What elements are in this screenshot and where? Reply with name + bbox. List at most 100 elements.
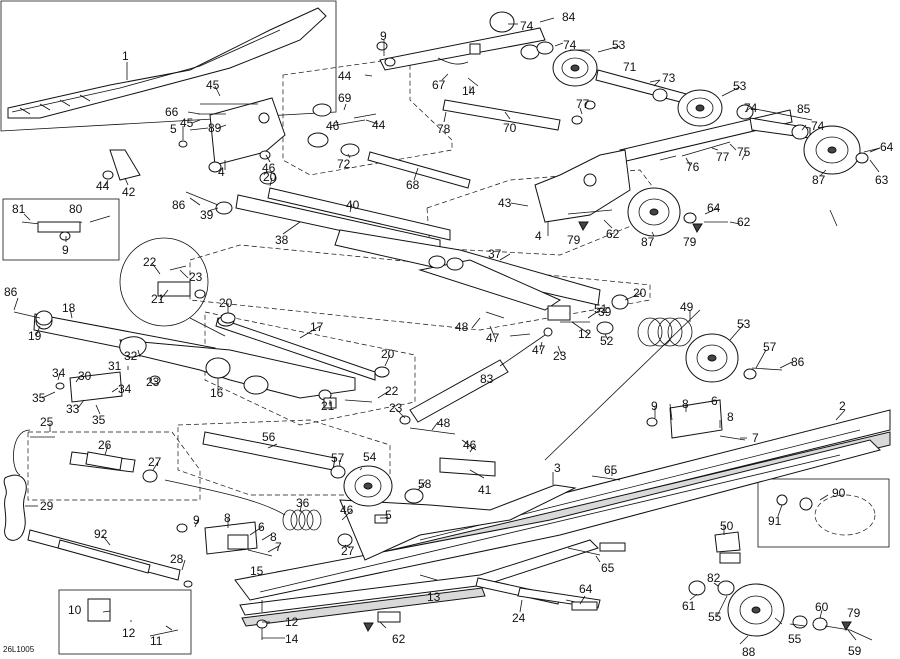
- callout-label: 21: [151, 292, 165, 306]
- callout-label: 3: [554, 461, 561, 475]
- callout-label: 44: [372, 118, 386, 132]
- bracket-6-8-right: [669, 399, 723, 439]
- wheel-53-lower: [685, 333, 739, 383]
- callout-label: 20: [263, 170, 277, 184]
- callout-label: 68: [406, 178, 420, 192]
- callout-label: 18: [62, 301, 76, 315]
- callout-label: 4: [535, 229, 542, 243]
- callout-label: 37: [488, 247, 502, 261]
- callout-label: 56: [262, 430, 276, 444]
- callout-label: 25: [40, 415, 54, 429]
- callout-label: 20: [219, 296, 233, 310]
- spring-49: [637, 317, 693, 347]
- callout-label: 39: [200, 208, 214, 222]
- callout-label: 61: [682, 599, 696, 613]
- callout-label: 27: [148, 455, 162, 469]
- callout-label: 14: [285, 632, 299, 646]
- bracket-42: [109, 149, 141, 181]
- callout-label: 69: [338, 91, 352, 105]
- callout-label: 80: [69, 202, 83, 216]
- callout-label: 23: [389, 401, 403, 415]
- callout-label: 35: [32, 391, 46, 405]
- callout-label: 86: [791, 355, 805, 369]
- shaft-26: [69, 451, 136, 473]
- callout-label: 82: [707, 571, 721, 585]
- callout-label: 67: [432, 78, 446, 92]
- callout-label: 4: [218, 165, 225, 179]
- callout-label: 43: [498, 196, 512, 210]
- callout-label: 5: [385, 508, 392, 522]
- bracket-30-35: [69, 371, 123, 403]
- callout-label: 6: [258, 520, 265, 534]
- callout-label: 23: [146, 375, 160, 389]
- callout-label: 28: [170, 552, 184, 566]
- callout-label: 38: [275, 233, 289, 247]
- frame-arm-37: [334, 229, 601, 311]
- callout-label: 77: [576, 97, 590, 111]
- callout-label: 63: [875, 173, 889, 187]
- callout-label: 1: [122, 49, 129, 63]
- inset-frame-parts-90-91: [757, 478, 890, 548]
- callout-label: 85: [797, 102, 811, 116]
- callout-label: 71: [623, 60, 637, 74]
- callout-label: 15: [250, 564, 264, 578]
- callout-label: 88: [742, 645, 756, 659]
- callout-label: 45: [180, 116, 194, 130]
- callout-label: 86: [4, 285, 18, 299]
- callout-label: 86: [172, 198, 186, 212]
- callout-label: 21: [321, 399, 335, 413]
- inset-frame-top-left: [0, 0, 337, 132]
- callout-label: 53: [733, 79, 747, 93]
- bracket-50: [714, 531, 741, 553]
- rail-2: [234, 409, 891, 601]
- callout-label: 31: [108, 359, 122, 373]
- callout-label: 87: [812, 173, 826, 187]
- callout-label: 87: [641, 235, 655, 249]
- dashed-group-center: [189, 244, 651, 331]
- bracket-25: [13, 429, 55, 476]
- shaft-84: [379, 11, 546, 71]
- callout-label: 79: [683, 235, 697, 249]
- bracket-41: [439, 457, 496, 477]
- figure-code: 26L1005: [3, 645, 35, 654]
- callout-label: 11: [150, 634, 163, 648]
- callout-label: 62: [606, 227, 620, 241]
- callout-label: 8: [682, 397, 689, 411]
- callout-label: 89: [208, 121, 222, 135]
- callout-label: 39: [598, 305, 612, 319]
- leader-lines: [13, 17, 881, 645]
- callout-label: 83: [480, 372, 494, 386]
- callout-label: 81: [12, 202, 26, 216]
- callout-label: 27: [341, 544, 355, 558]
- callout-label: 14: [462, 84, 476, 98]
- callout-label: 34: [118, 382, 132, 396]
- callout-label: 8: [270, 530, 277, 544]
- callout-label: 72: [337, 157, 351, 171]
- callout-label: 92: [94, 527, 108, 541]
- dashed-group-axle-17: [204, 311, 416, 426]
- callout-label: 52: [600, 334, 614, 348]
- wheel-88: [727, 583, 785, 637]
- callout-label: 17: [310, 320, 324, 334]
- callout-label: 54: [363, 450, 377, 464]
- callout-label: 62: [392, 632, 406, 646]
- callout-label: 22: [385, 384, 399, 398]
- bracket-4-left: [209, 97, 286, 166]
- callout-label: 20: [381, 347, 395, 361]
- callout-label: 2: [839, 399, 846, 413]
- callout-label: 48: [455, 320, 469, 334]
- dashed-group-upper: [282, 56, 453, 176]
- callout-label: 22: [143, 255, 157, 269]
- bracket-3: [339, 484, 577, 561]
- callout-label: 46: [463, 438, 477, 452]
- callout-label: 66: [165, 105, 179, 119]
- callout-label: 58: [418, 477, 432, 491]
- callout-label: 44: [96, 179, 110, 193]
- callout-label: 36: [296, 496, 310, 510]
- inset-frame-parts-81-80-9: [2, 198, 120, 261]
- callout-label: 90: [832, 486, 846, 500]
- callout-label: 91: [768, 514, 782, 528]
- callout-label: 8: [224, 511, 231, 525]
- dashed-group-axle-26: [27, 431, 201, 501]
